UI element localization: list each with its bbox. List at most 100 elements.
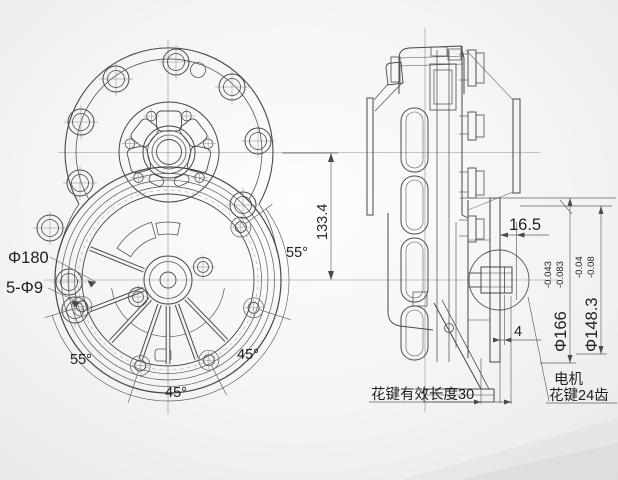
hub-pocket: [126, 145, 152, 174]
corner-shade-light: [400, 418, 618, 480]
label-flange-dia: Φ166: [552, 311, 570, 352]
side-left-plate: [366, 97, 374, 216]
cover-rib-core: [139, 304, 161, 360]
bolt-ear: [36, 214, 64, 242]
bolt-ear-hole: [71, 174, 89, 192]
cover-ring-2: [61, 173, 275, 387]
boss-capsule: [400, 175, 429, 235]
arrow-phi166-top: [567, 198, 573, 206]
cover-rib-core: [175, 303, 198, 360]
cover-ring-4: [74, 186, 262, 374]
arrow-4-right: [504, 337, 512, 343]
cover-rib-core: [89, 247, 145, 272]
label-bolt-holes: 5-Φ9: [6, 279, 43, 297]
label-spline-length-note: 花键有效长度30: [371, 386, 474, 403]
label-step-4: 4: [514, 324, 522, 340]
bolt-head: [475, 114, 485, 138]
bolt-ear: [61, 296, 89, 324]
ext-tick: [559, 199, 573, 215]
top-arc-pocket: [155, 221, 181, 236]
cover-rib-core: [185, 297, 228, 342]
bolt-head: [475, 218, 485, 240]
boss-capsule: [400, 305, 429, 361]
angular-dimensions: [44, 203, 291, 403]
label-spigot-tol-upper: -0.04: [574, 256, 585, 278]
hub-pocket: [179, 118, 208, 148]
flange-outer-ring: [64, 47, 274, 205]
bolt-ear: [229, 191, 257, 219]
detail-circle: [468, 249, 530, 311]
cover-ring-outer: [54, 166, 282, 394]
boss-capsule-inner: [405, 309, 424, 357]
bolt-ear-hole: [41, 219, 59, 237]
cover-hub-mid: [149, 261, 187, 299]
cover-rib-core: [109, 298, 152, 343]
hub-bore-3: [151, 134, 187, 170]
crescent-slot: [116, 221, 157, 258]
side-knob: [390, 56, 401, 83]
hub-pocket: [130, 118, 159, 148]
bolt-ear: [162, 48, 190, 76]
bolt-ear: [244, 127, 272, 155]
phi9-boss: [230, 216, 252, 238]
angle-extension-line: [210, 364, 227, 396]
cover-hub-bore: [159, 271, 177, 289]
arrow-phi148-bottom: [598, 346, 604, 354]
arrow-leader-phi180: [87, 280, 96, 288]
bolt-ear-hole: [167, 53, 185, 71]
boss-capsule: [400, 107, 429, 173]
dimension-arrows: [71, 153, 604, 405]
angle-extension-line: [127, 370, 139, 403]
side-view-bolt-bosses: [400, 49, 485, 361]
cover-hub-outer: [143, 255, 193, 305]
label-flange-tol-lower: -0.083: [555, 261, 566, 288]
bolt-ear-hole: [72, 113, 90, 131]
ear-web-1: [373, 83, 389, 101]
boss-capsule-inner: [405, 111, 424, 169]
label-flange-tol-upper: -0.043: [543, 261, 554, 288]
arrow-spline-left: [474, 399, 481, 405]
phi9-boss: [198, 349, 220, 371]
corner-shade-dark: [455, 443, 618, 480]
arrow-leader-5phi9: [71, 300, 80, 308]
hub-plate: [118, 101, 220, 203]
label-offset-16-5: 16.5: [509, 216, 541, 234]
angle-extension-line: [44, 307, 78, 319]
front-view-details: [33, 45, 275, 376]
leader-5phi9: [47, 287, 81, 304]
label-spigot-dia: Φ148.3: [583, 298, 601, 352]
boss-capsule-inner: [405, 241, 424, 299]
label-angle-right: 55°: [286, 245, 308, 261]
arrow-phi148-top: [598, 206, 604, 214]
flange-lobe: [190, 62, 206, 78]
angle-dimension-arc: [130, 387, 224, 402]
bolt-ear-hole: [107, 70, 125, 88]
phi9-boss: [243, 297, 264, 319]
label-angle-bottom: 45°: [165, 385, 187, 401]
label-angle-lower-right: 45°: [237, 347, 259, 363]
bracket-hole: [444, 323, 454, 333]
arrow-16-5-left: [500, 232, 508, 238]
label-motor-note-line1: 电机: [554, 371, 583, 388]
cap-line-1: [399, 55, 464, 59]
angle-extension-line: [258, 309, 291, 321]
bolt-ear: [55, 268, 83, 296]
label-angle-lower-left: 55°: [70, 352, 92, 368]
bracket-slant-1: [433, 302, 482, 390]
arrow-16-5-right: [516, 232, 525, 238]
bolt-ear-hole: [66, 301, 84, 319]
hub-pocket: [186, 145, 212, 174]
lower-left-curve: [387, 311, 434, 331]
angle-extension-line: [244, 203, 273, 225]
label-bolt-circle-dia: Φ180: [8, 249, 49, 267]
angle-dimension-arc: [51, 315, 131, 396]
bolt-ear: [66, 169, 94, 197]
dimension-lines: [47, 152, 617, 404]
bolt-ear: [218, 73, 246, 101]
ear-web-2: [374, 81, 404, 112]
bolt-ear-hole: [223, 78, 241, 96]
angle-dimension-arc: [222, 317, 284, 389]
motor-plate-upper: [512, 98, 521, 194]
